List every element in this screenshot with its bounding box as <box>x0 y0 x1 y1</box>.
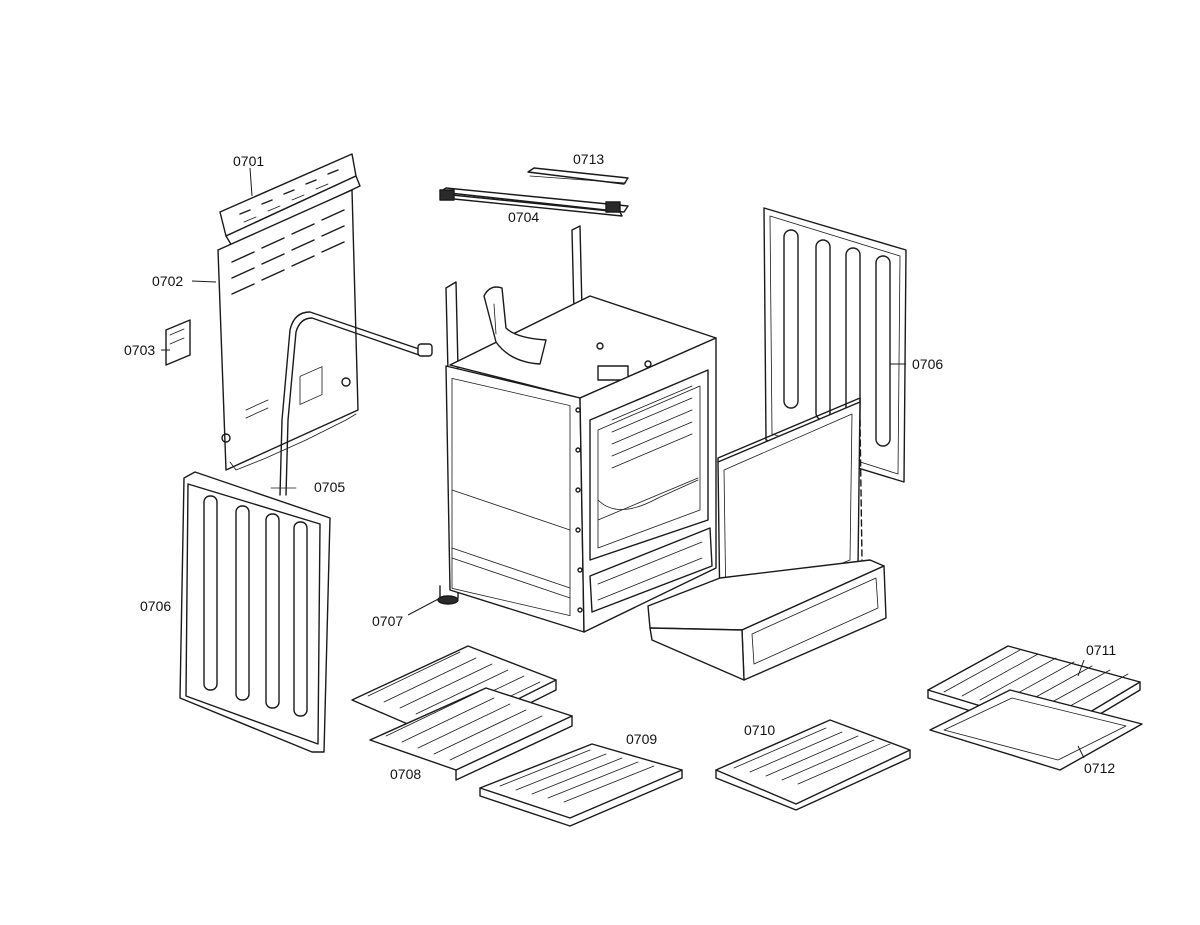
callout-0710: 0710 <box>744 722 775 738</box>
part-side-panel-left <box>179 471 331 753</box>
callout-0712: 0712 <box>1084 760 1115 776</box>
part-broil-pan <box>929 689 1143 771</box>
callout-0704: 0704 <box>508 209 539 225</box>
part-vent-trim <box>219 153 361 247</box>
part-hinge-rail <box>439 187 629 217</box>
part-gas-tube <box>270 311 433 496</box>
part-small-bracket <box>165 319 191 366</box>
callout-0706-left: 0706 <box>140 598 171 614</box>
part-leveling-leg <box>437 585 459 605</box>
callout-0708: 0708 <box>390 766 421 782</box>
callout-0707: 0707 <box>372 613 403 629</box>
callout-0713: 0713 <box>573 151 604 167</box>
part-storage-drawer <box>647 559 887 681</box>
callout-labels: 0701 0702 0703 0704 0705 0706 0706 0707 … <box>124 151 1116 782</box>
part-slide-rack <box>479 743 683 827</box>
part-small-bar <box>527 167 629 185</box>
callout-0706-right: 0706 <box>912 356 943 372</box>
leader-lines <box>161 167 1085 759</box>
part-back-panel <box>217 189 359 471</box>
callout-0701: 0701 <box>233 153 264 169</box>
part-rack-0710 <box>715 719 911 811</box>
part-oven-body <box>445 225 717 633</box>
callout-0711: 0711 <box>1086 642 1116 658</box>
callout-0703: 0703 <box>124 342 155 358</box>
callout-0709: 0709 <box>626 731 657 747</box>
callout-0702: 0702 <box>152 273 183 289</box>
part-oven-racks <box>351 645 573 781</box>
callout-0705: 0705 <box>314 479 345 495</box>
part-side-panel-right <box>763 207 907 483</box>
